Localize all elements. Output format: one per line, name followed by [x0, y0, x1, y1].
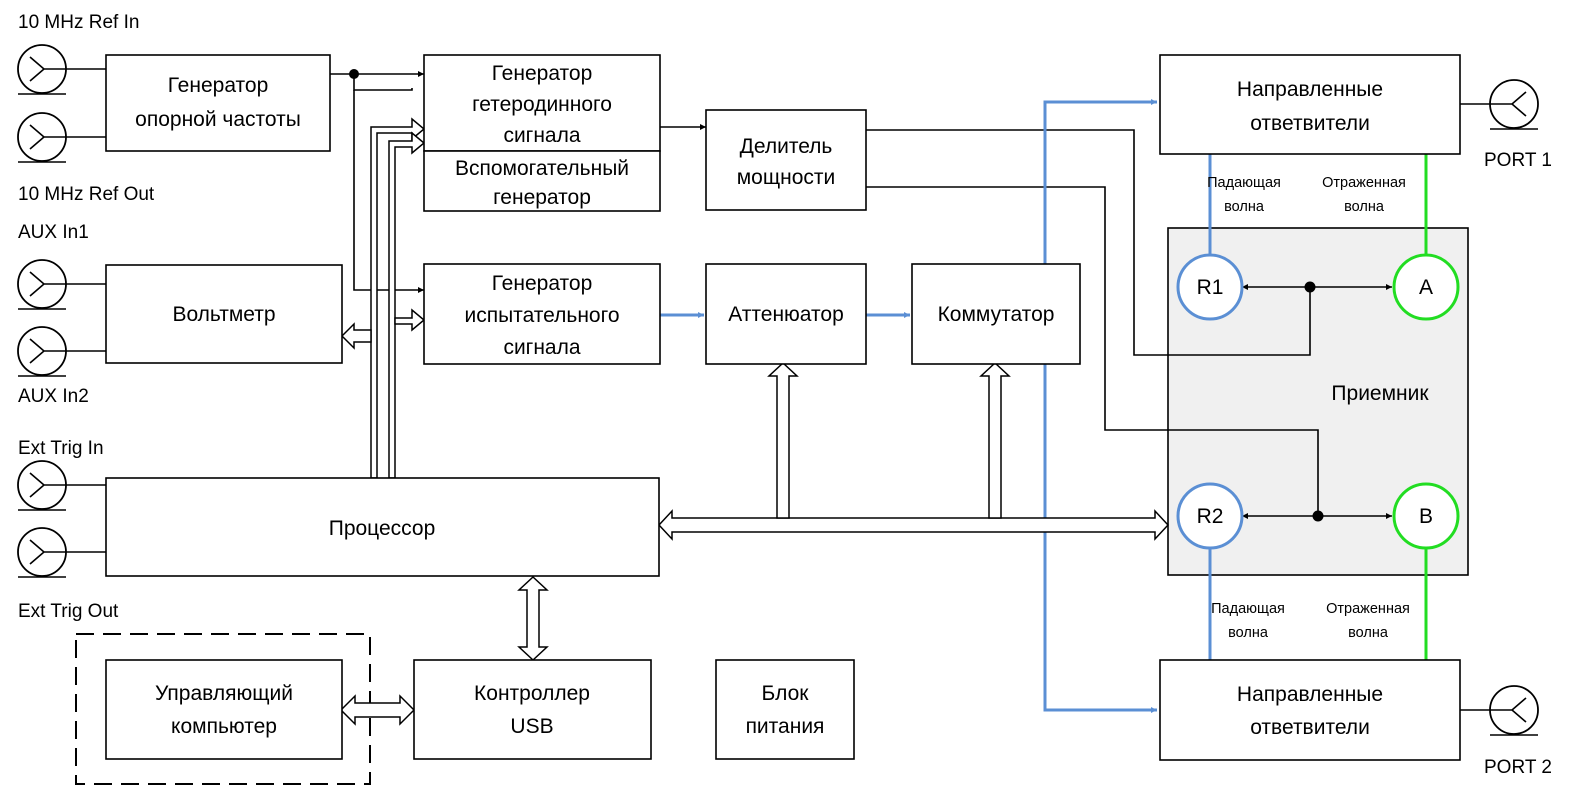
processor-test-bus — [394, 308, 426, 332]
block-test-gen: Генератор испытательного сигнала — [423, 263, 661, 365]
block-voltmeter: Вольтметр — [105, 264, 343, 364]
processor-usb-bus — [517, 575, 549, 662]
svg-text:Аттенюатор: Аттенюатор — [728, 303, 844, 326]
block-psu: Блок питания — [715, 659, 855, 760]
detector-r2: R2 — [1176, 482, 1244, 550]
wave-labels-top: Падающая волна Отраженная волна — [1207, 175, 1406, 215]
svg-text:ответвители: ответвители — [1250, 112, 1370, 135]
receiver-title: Приемник — [1331, 382, 1429, 405]
block-coupler1: Направленные ответвители — [1159, 54, 1461, 155]
svg-text:волна: волна — [1344, 199, 1385, 215]
svg-text:питания: питания — [746, 715, 825, 738]
block-attenuator: Аттенюатор — [705, 263, 867, 365]
svg-text:сигнала: сигнала — [503, 124, 580, 147]
processor-att-bus — [767, 361, 799, 519]
reflected-wave-label-1: Отраженная — [1322, 175, 1406, 191]
ref-to-test-wire — [353, 90, 424, 293]
wave-labels-bottom: Падающая волна Отраженная волна — [1211, 601, 1410, 641]
svg-text:Генератор: Генератор — [492, 62, 593, 85]
svg-text:Генератор: Генератор — [492, 272, 593, 295]
connector-port2-icon — [1489, 685, 1539, 736]
buses — [339, 117, 1170, 726]
svg-text:B: B — [1419, 505, 1433, 528]
svg-text:Блок: Блок — [762, 682, 810, 705]
incident-wave-label-1: Падающая — [1207, 175, 1281, 191]
connector-trig-in-icon — [17, 460, 67, 511]
processor-aux-bus — [388, 131, 426, 479]
svg-text:гетеродинного: гетеродинного — [472, 93, 612, 116]
r2b-junction-dot — [1312, 510, 1324, 522]
svg-text:компьютер: компьютер — [171, 715, 277, 738]
connector-ref-in-icon — [17, 44, 67, 95]
block-processor: Процессор — [105, 477, 660, 577]
port2-label: PORT 2 — [1484, 757, 1552, 778]
pc-usb-bus — [339, 694, 416, 726]
detector-b: B — [1392, 482, 1460, 550]
ref-out-label: 10 MHz Ref Out — [18, 184, 155, 205]
svg-text:Коммутатор: Коммутатор — [938, 303, 1055, 326]
svg-text:Вольтметр: Вольтметр — [172, 303, 275, 326]
divider-to-r2b-wire — [866, 186, 1319, 516]
processor-receiver-bus — [657, 509, 1170, 541]
voltmeter-bus — [340, 322, 372, 350]
processor-switch-bus — [979, 361, 1011, 519]
block-aux-gen: Вспомогательный генератор — [423, 150, 661, 212]
svg-text:Направленные: Направленные — [1237, 683, 1383, 706]
block-ref-gen: Генератор опорной частоты — [105, 54, 331, 152]
block-coupler2: Направленные ответвители — [1159, 659, 1461, 761]
svg-text:USB: USB — [510, 715, 553, 738]
svg-text:A: A — [1419, 276, 1433, 299]
trig-out-label: Ext Trig Out — [18, 601, 119, 622]
ref-in-label: 10 MHz Ref In — [18, 12, 139, 33]
block-host-pc: Управляющий компьютер — [105, 659, 343, 760]
connector-port1-icon — [1489, 79, 1539, 130]
svg-text:Управляющий: Управляющий — [155, 682, 293, 705]
processor-lo-bus — [370, 117, 426, 479]
rf-lines — [660, 99, 1212, 713]
svg-text:опорной частоты: опорной частоты — [135, 108, 301, 131]
reflected-wave-label-2: Отраженная — [1326, 601, 1410, 617]
svg-text:мощности: мощности — [737, 166, 836, 189]
svg-text:Процессор: Процессор — [329, 517, 436, 540]
connector-ref-out-icon — [17, 112, 67, 163]
connector-aux-in1-icon — [17, 259, 67, 310]
block-switch: Коммутатор — [911, 263, 1081, 365]
ref-branch-wire — [353, 74, 413, 91]
detector-a: A — [1392, 253, 1460, 321]
port1-label: PORT 1 — [1484, 150, 1552, 171]
svg-text:R2: R2 — [1197, 505, 1224, 528]
r1a-junction-dot — [1304, 281, 1316, 293]
block-usb-controller: Контроллер USB — [413, 659, 652, 760]
svg-text:волна: волна — [1224, 199, 1265, 215]
detector-r1: R1 — [1176, 253, 1244, 321]
svg-text:Вспомогательный: Вспомогательный — [455, 157, 629, 180]
svg-text:испытательного: испытательного — [464, 304, 619, 327]
svg-text:генератор: генератор — [493, 186, 591, 209]
trig-in-label: Ext Trig In — [18, 438, 104, 459]
block-divider: Делитель мощности — [705, 109, 867, 211]
aux-in2-label: AUX In2 — [18, 386, 89, 407]
svg-text:R1: R1 — [1197, 276, 1224, 299]
svg-text:Контроллер: Контроллер — [474, 682, 590, 705]
switch-to-coupler2-wire — [1043, 364, 1157, 713]
connector-trig-out-icon — [17, 527, 67, 578]
svg-text:волна: волна — [1348, 625, 1389, 641]
connector-aux-in2-icon — [17, 326, 67, 377]
switch-to-coupler1-wire — [1043, 99, 1157, 264]
svg-text:Направленные: Направленные — [1237, 78, 1383, 101]
svg-text:ответвители: ответвители — [1250, 716, 1370, 739]
aux-in1-label: AUX In1 — [18, 222, 89, 243]
incident-wave-label-2: Падающая — [1211, 601, 1285, 617]
block-lo-gen: Генератор гетеродинного сигнала — [423, 54, 661, 152]
svg-text:волна: волна — [1228, 625, 1269, 641]
svg-text:сигнала: сигнала — [503, 336, 580, 359]
svg-text:Генератор: Генератор — [168, 74, 269, 97]
svg-text:Делитель: Делитель — [740, 135, 833, 158]
